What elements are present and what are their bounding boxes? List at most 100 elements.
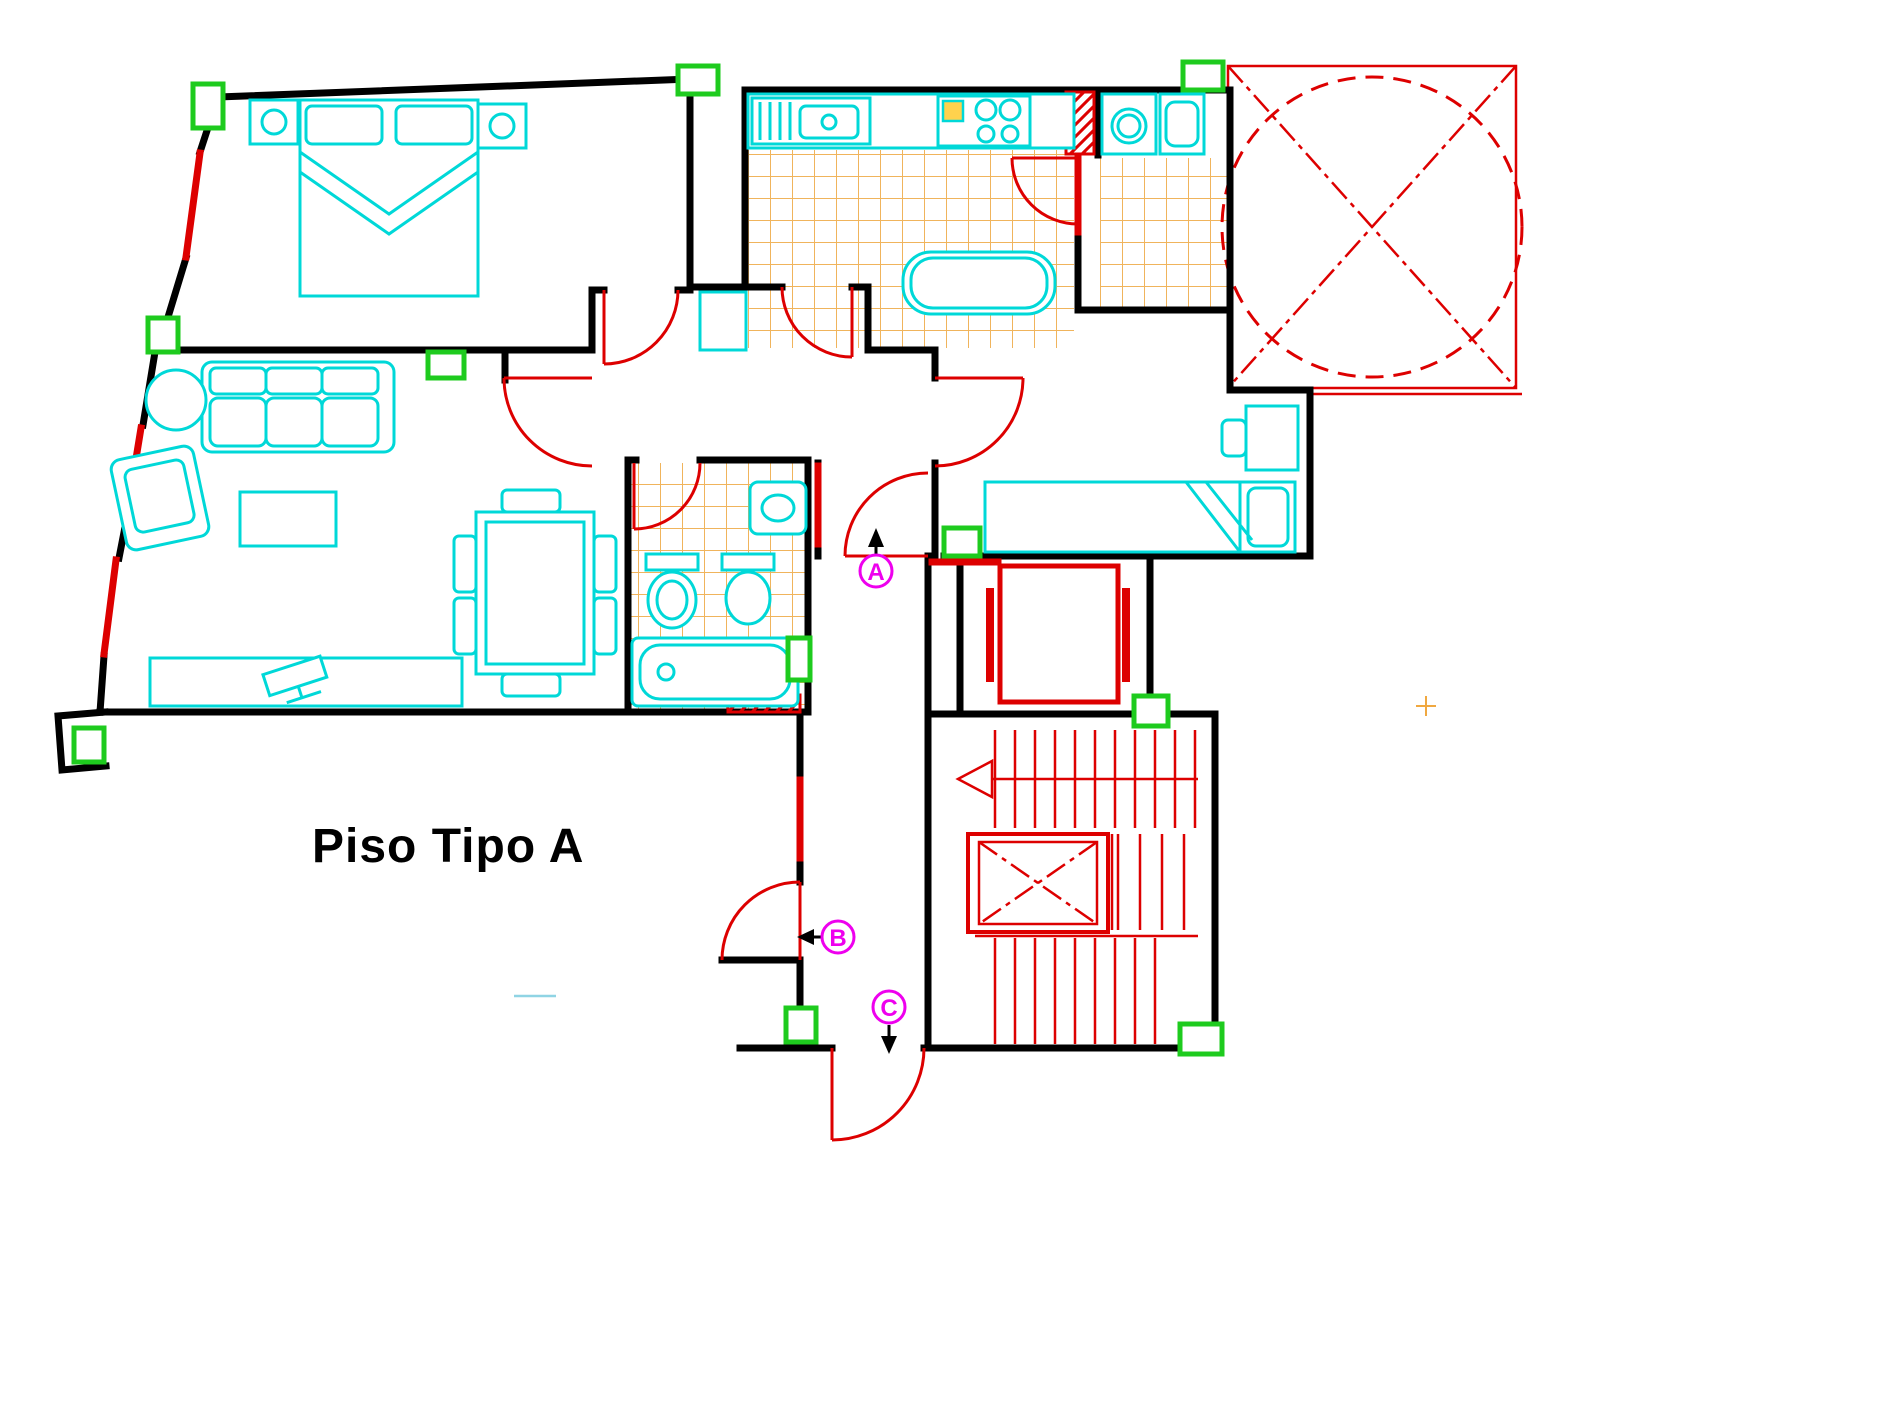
toilet-tank xyxy=(644,552,700,572)
bedroom2-desk xyxy=(1244,404,1300,472)
burner-2 xyxy=(998,98,1022,122)
sofa-seat-cushion-1 xyxy=(208,396,268,448)
arrow-up-icon xyxy=(868,528,884,547)
window-marker xyxy=(145,315,181,355)
terrace-diagonal-2 xyxy=(1227,65,1517,389)
doors xyxy=(502,156,1079,1142)
stair-treads-right xyxy=(1110,834,1186,930)
window-marker xyxy=(783,1005,819,1045)
bed-fold-lines xyxy=(299,150,479,236)
elevator-car xyxy=(997,563,1121,705)
kitchen-fixtures xyxy=(746,92,1076,316)
dining-chair-bottom xyxy=(500,672,562,698)
window-marker xyxy=(675,63,721,97)
shaft-inner xyxy=(977,840,1099,926)
point-labels: A B C xyxy=(797,528,907,1054)
kitchen-tile-floor xyxy=(748,150,1074,348)
armchair xyxy=(109,444,211,552)
door-hall-right xyxy=(934,376,1025,468)
dining-chair-right-1 xyxy=(592,534,618,594)
orange-cross-tick xyxy=(1416,696,1436,716)
nightstand-left-lamp xyxy=(260,108,288,136)
door-kitchen-terrace xyxy=(1010,156,1079,226)
stove-panel xyxy=(941,99,965,123)
dining-chair-left-2 xyxy=(452,596,478,656)
dining-table-inner xyxy=(484,520,586,666)
kitchen-drainboard xyxy=(758,102,792,140)
sofa-back-cushion-2 xyxy=(264,366,324,396)
door-bedroom1 xyxy=(602,289,680,366)
window-marker xyxy=(190,81,226,131)
sofa-seat-cushion-3 xyxy=(320,396,380,448)
stair-shaft xyxy=(966,832,1110,934)
arrow-down-icon xyxy=(881,1036,897,1054)
decorative-marks xyxy=(514,696,1436,998)
single-bed-fold xyxy=(1184,481,1254,553)
bath-sink-basin xyxy=(760,493,796,523)
window-marker xyxy=(425,349,467,381)
single-bed xyxy=(983,480,1297,554)
dining-set xyxy=(452,488,618,698)
point-c: C xyxy=(871,989,907,1054)
walls-core-and-entry xyxy=(54,552,1219,1052)
staircase xyxy=(955,730,1198,1044)
bedroom-1-furniture xyxy=(248,98,528,298)
point-a-circle xyxy=(858,553,894,589)
door-entry-c xyxy=(830,1047,926,1142)
door-bedroom2 xyxy=(843,471,929,558)
window-marker xyxy=(785,635,813,683)
door-bathroom xyxy=(632,462,702,531)
arrow-left-icon xyxy=(797,929,814,945)
single-bed-pillow xyxy=(1246,486,1290,548)
bidet-bowl xyxy=(724,570,772,626)
kitchen-sink-drain xyxy=(820,113,838,131)
door-hall-left xyxy=(502,376,593,468)
tile-floors xyxy=(630,150,1228,710)
bidet-tank xyxy=(720,552,776,572)
terrace xyxy=(1220,64,1524,396)
toilet-bowl-inner xyxy=(655,579,689,621)
stair-direction-arrow xyxy=(955,758,994,800)
point-b: B xyxy=(797,919,856,955)
dining-chair-top xyxy=(500,488,562,514)
bedroom2-chair xyxy=(1220,418,1248,458)
point-b-label: B xyxy=(829,925,846,952)
point-b-circle xyxy=(820,919,856,955)
dining-chair-right-2 xyxy=(592,596,618,656)
kitchen-table xyxy=(901,250,1057,316)
window-marker xyxy=(941,525,983,559)
window-marker xyxy=(1177,1021,1225,1057)
sofa-seat-cushion-2 xyxy=(264,396,324,448)
elevator xyxy=(986,563,1130,705)
bath-sink xyxy=(748,480,808,536)
living-room-furniture xyxy=(109,360,618,708)
window-marker xyxy=(1180,59,1226,93)
burner-4 xyxy=(1000,124,1020,144)
plan-title: Piso Tipo A xyxy=(312,820,584,873)
terrace-circle xyxy=(1220,75,1524,379)
coffee-table xyxy=(238,490,338,548)
tv xyxy=(261,654,329,705)
kitchen-table-inner xyxy=(909,256,1049,310)
pillow-right xyxy=(394,104,474,146)
laundry-sink-basin xyxy=(1164,100,1200,148)
washing-machine-door xyxy=(1110,107,1148,145)
point-a: A xyxy=(858,528,894,589)
pillow-left xyxy=(304,104,384,146)
kitchen-sink-basin xyxy=(798,104,860,140)
point-a-label: A xyxy=(867,559,884,586)
washing-machine-door-inner xyxy=(1116,113,1142,139)
laundry-tile-floor xyxy=(1100,158,1228,308)
point-c-label: C xyxy=(880,995,897,1022)
elevator-door-rail-left xyxy=(986,588,994,682)
sofa-back-cushion-3 xyxy=(320,366,380,396)
hallway-cabinet xyxy=(698,290,748,352)
window-marker xyxy=(1131,693,1171,729)
bedroom-2-furniture xyxy=(983,404,1300,554)
point-c-circle xyxy=(871,989,907,1025)
dining-chair-left-1 xyxy=(452,534,478,594)
washing-machine xyxy=(1100,92,1158,156)
window-marker xyxy=(71,725,107,765)
burner-1 xyxy=(974,98,998,122)
